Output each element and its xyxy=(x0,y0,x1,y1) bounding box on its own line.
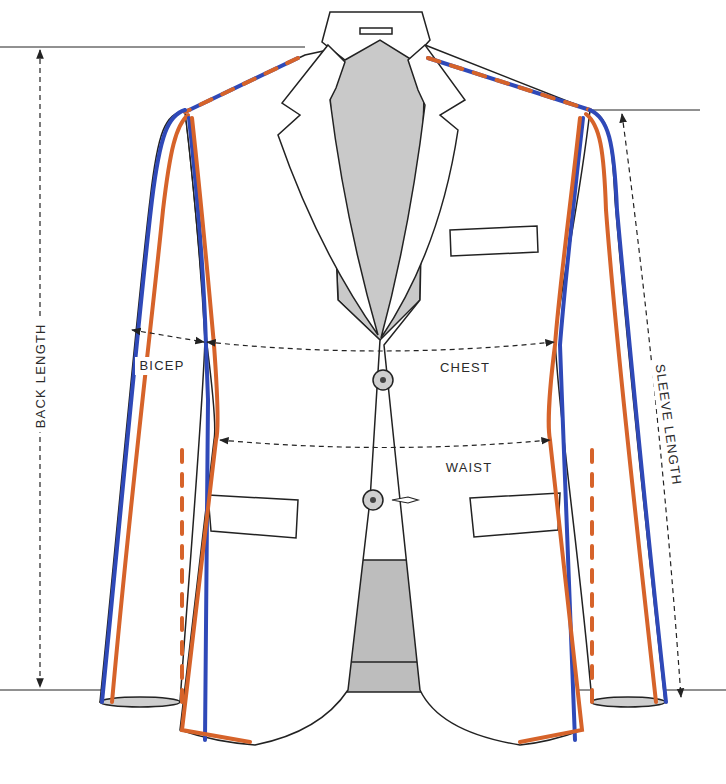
dimension-arrows xyxy=(40,50,681,697)
pockets xyxy=(208,226,560,538)
buttons xyxy=(363,370,418,510)
measurement-label: SLEEVE LENGTH xyxy=(650,359,686,491)
jacket-body xyxy=(180,45,590,745)
fit-lines xyxy=(102,58,666,742)
measurement-label: WAIST xyxy=(442,459,497,477)
measurement-label: CHEST xyxy=(436,359,494,377)
measurement-label: BICEP xyxy=(135,357,188,375)
sleeves xyxy=(100,110,665,707)
measurement-label: BACK LENGTH xyxy=(31,320,49,433)
